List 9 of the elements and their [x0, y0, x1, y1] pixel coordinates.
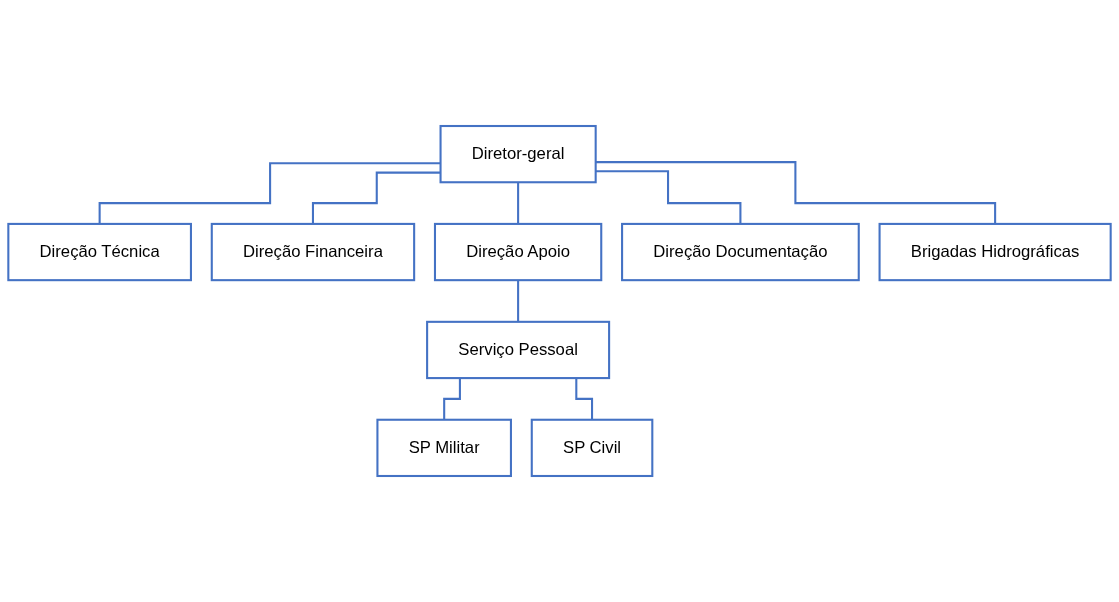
node-box: SP Civil — [530, 418, 654, 478]
node-box: Serviço Pessoal — [426, 320, 611, 380]
node-box: Direção Financeira — [210, 222, 416, 282]
node-box: Direção Técnica — [7, 222, 192, 282]
node-box: Brigadas Hidrográficas — [878, 222, 1112, 282]
node-box: Diretor-geral — [439, 124, 597, 184]
node-box: SP Militar — [376, 418, 512, 478]
node-box: Direção Apoio — [433, 222, 603, 282]
node-box: Direção Documentação — [621, 222, 860, 282]
